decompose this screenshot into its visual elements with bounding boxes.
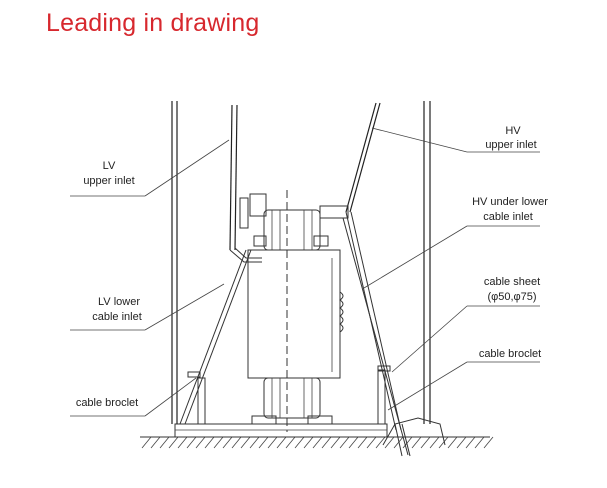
ground-hatch-stroke — [231, 436, 242, 449]
ground-hatch-stroke — [438, 436, 449, 449]
lv-upper-busbar — [229, 104, 262, 263]
ground-hatch-stroke — [204, 436, 215, 449]
transformer-top — [249, 193, 349, 251]
label-hv-under-lower-cable-inlet-line2: cable inlet — [483, 211, 533, 223]
ground-hatch-stroke — [339, 436, 350, 449]
ground-hatch-stroke — [294, 436, 305, 449]
label-lv-lower-cable-inlet-line2: cable inlet — [92, 311, 142, 323]
ground-hatch-stroke — [483, 436, 494, 449]
diagram-title: Leading in drawing — [46, 9, 260, 37]
ground-hatch-stroke — [375, 436, 386, 449]
label-hv-upper-inlet-line2: upper inlet — [485, 139, 536, 151]
ground-hatch-stroke — [402, 436, 413, 449]
ground-hatch-stroke — [447, 436, 458, 449]
ground-hatch-stroke — [150, 436, 161, 449]
leader-lines — [70, 127, 540, 417]
ground-hatch-stroke — [420, 436, 431, 449]
ground-hatch-stroke — [159, 436, 170, 449]
ground-hatch-stroke — [474, 436, 485, 449]
label-lv-upper-inlet-line2: upper inlet — [83, 175, 134, 187]
ground-hatch-stroke — [213, 436, 224, 449]
ground-hatch-stroke — [429, 436, 440, 449]
lv-lower-cable — [179, 249, 252, 425]
label-lv-lower-cable-inlet-line1: LV lower — [98, 296, 140, 308]
cable-sheet-conduit — [382, 417, 446, 457]
label-cable-sheet-line2: (φ50,φ75) — [487, 291, 536, 303]
ground-hatch-stroke — [465, 436, 476, 449]
ground-hatch-stroke — [168, 436, 179, 449]
ground-hatch-stroke — [240, 436, 251, 449]
ground-hatch-stroke — [141, 436, 152, 449]
frame-posts — [171, 101, 431, 424]
ground-hatch-stroke — [267, 436, 278, 449]
ground-hatch-stroke — [411, 436, 422, 449]
ground-hatch-stroke — [303, 436, 314, 449]
ground-hatch-stroke — [348, 436, 359, 449]
hv-upper-cable — [345, 102, 381, 213]
ground-hatch-stroke — [222, 436, 233, 449]
ground — [140, 436, 494, 449]
ground-hatch-stroke — [312, 436, 323, 449]
base-platform — [174, 423, 388, 438]
ground-hatch-stroke — [258, 436, 269, 449]
label-cable-sheet-line1: cable sheet — [484, 276, 540, 288]
ground-hatch-stroke — [384, 436, 395, 449]
ground-hatch-stroke — [177, 436, 188, 449]
transformer-core — [247, 249, 344, 379]
label-cable-broclet-left: cable broclet — [76, 397, 138, 409]
ground-hatch-stroke — [456, 436, 467, 449]
ground-hatch-stroke — [330, 436, 341, 449]
label-hv-upper-inlet-line1: HV — [505, 125, 521, 137]
cable-broclets — [187, 365, 391, 425]
ground-hatch-stroke — [321, 436, 332, 449]
labels: LV upper inlet LV lower cable inlet cabl… — [76, 125, 548, 409]
ground-hatch-stroke — [195, 436, 206, 449]
label-lv-upper-inlet-line1: LV — [103, 160, 116, 172]
label-cable-broclet-right: cable broclet — [479, 348, 541, 360]
ground-hatch-stroke — [285, 436, 296, 449]
transformer-bottom — [251, 377, 333, 425]
ground-hatch-stroke — [186, 436, 197, 449]
ground-hatch-stroke — [249, 436, 260, 449]
label-hv-under-lower-cable-inlet-line1: HV under lower — [472, 196, 548, 208]
hv-lower-cable — [342, 211, 409, 456]
ground-hatch-stroke — [276, 436, 287, 449]
ground-hatch-stroke — [357, 436, 368, 449]
ground-hatch-stroke — [366, 436, 377, 449]
ground-hatch-stroke — [393, 436, 404, 449]
